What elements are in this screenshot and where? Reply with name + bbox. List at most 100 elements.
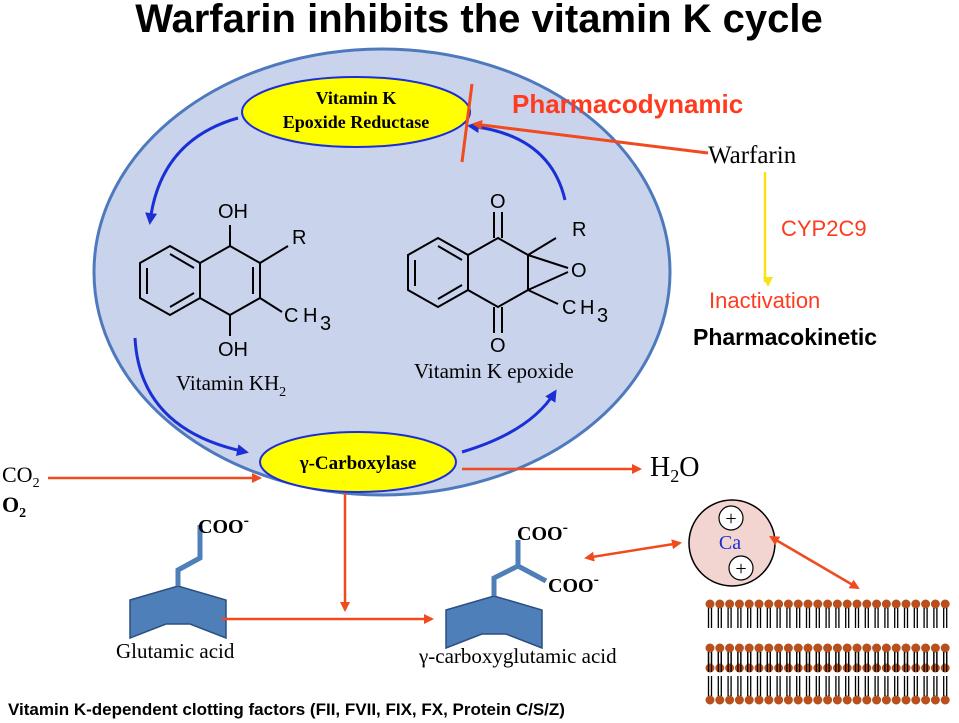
lipid-head-outer xyxy=(920,598,931,629)
lipid-head-outer xyxy=(714,598,725,629)
lipid-head-outer xyxy=(842,598,853,629)
pharmacokinetic-label: Pharmacokinetic xyxy=(693,324,877,350)
lipid-head-lower-inner xyxy=(822,675,833,706)
lipid-head-outer xyxy=(763,598,774,629)
calcium-label: Ca xyxy=(719,532,741,554)
lipid-head-lower-inner xyxy=(812,675,823,706)
cycle-arrow-kh2-to-carboxylase xyxy=(133,337,249,457)
lipid-head-outer xyxy=(793,598,804,629)
lipid-head-lower-inner xyxy=(940,675,951,706)
lipid-head-outer xyxy=(734,598,745,629)
kh2-ch3-c: C xyxy=(284,305,298,327)
warfarin-inhibition-arrow xyxy=(472,120,709,155)
lipid-head-lower-inner xyxy=(861,675,872,706)
gla-calcium-arrow xyxy=(584,539,682,562)
epoxide-ch3-c: C xyxy=(562,297,576,319)
lipid-head-outer xyxy=(753,598,765,629)
calcium-plus-bottom: + xyxy=(735,558,746,580)
glutamic-coo: COO- xyxy=(198,512,249,538)
lipid-head-outer xyxy=(930,598,941,629)
gla-coo-top: COO- xyxy=(517,519,568,545)
calcium-plus-top: + xyxy=(725,508,736,530)
calcium-charge-bottom xyxy=(728,555,754,581)
lipid-head-outer xyxy=(704,598,716,629)
kh2-oh-bottom: OH xyxy=(218,339,248,361)
inactivation-label: Inactivation xyxy=(709,288,820,313)
lipid-head-outer xyxy=(910,598,921,629)
lipid-head-lower-inner xyxy=(753,675,765,706)
lipid-head-outer xyxy=(724,598,735,629)
h2o-label: H2O xyxy=(650,452,699,486)
gla-coo-bottom: COO- xyxy=(548,571,599,597)
lipid-head-outer xyxy=(900,598,912,629)
lipid-head-outer xyxy=(851,598,863,629)
kh2-r: R xyxy=(292,227,306,249)
epoxide-o-ring: O xyxy=(571,260,587,282)
lipid-head-outer xyxy=(871,598,882,629)
cycle-arrow-carboxylase-to-epoxide xyxy=(461,389,557,454)
kh2-oh-top: OH xyxy=(218,201,248,223)
lipid-head-lower-inner xyxy=(783,675,794,706)
lipid-head-lower-inner xyxy=(871,675,882,706)
lipid-head-lower-inner xyxy=(832,675,843,706)
lipid-head-outer xyxy=(940,598,951,629)
calcium-charge-top xyxy=(718,505,744,531)
lipid-head-outer xyxy=(861,598,872,629)
lipid-head-outer xyxy=(783,598,794,629)
cycle-arrow-vkor-to-kh2 xyxy=(145,116,239,225)
epoxide-ch3-sub: 3 xyxy=(597,305,608,327)
vkor-enzyme-oval xyxy=(241,76,471,148)
gla-label: γ-carboxyglutamic acid xyxy=(418,644,617,668)
lipid-head-outer xyxy=(891,598,902,629)
lipid-head-lower-inner xyxy=(802,675,814,706)
lipid-head-lower-inner xyxy=(900,675,912,706)
epoxide-r: R xyxy=(572,219,586,241)
lipid-head-lower-inner xyxy=(744,675,755,706)
cyp2c9-label: CYP2C9 xyxy=(781,216,867,241)
vitamin-kh2-structure xyxy=(139,225,289,336)
phospholipid-membrane xyxy=(704,598,951,706)
lipid-head-outer xyxy=(812,598,823,629)
cell-oval xyxy=(92,47,672,497)
kh2-ch3-h: H xyxy=(303,305,317,327)
warfarin-label: Warfarin xyxy=(708,142,797,169)
lipid-head-outer xyxy=(822,598,833,629)
glutamic-acid-label: Glutamic acid xyxy=(116,639,235,663)
gla-structure xyxy=(445,540,548,650)
lipid-head-lower-inner xyxy=(930,675,941,706)
carboxylase-label: γ-Carboxylase xyxy=(299,453,417,474)
lipid-head-lower-inner xyxy=(734,675,745,706)
lipid-head-lower-inner xyxy=(773,675,784,706)
lipid-head-lower-inner xyxy=(714,675,725,706)
lipid-head-lower-inner xyxy=(763,675,774,706)
lipid-head-lower-inner xyxy=(910,675,921,706)
lipid-head-lower-inner xyxy=(793,675,804,706)
lipid-head-lower-inner xyxy=(891,675,902,706)
vkor-label-line1: Vitamin K xyxy=(316,88,397,108)
lipid-head-outer xyxy=(832,598,843,629)
lipid-head-lower-inner xyxy=(881,675,892,706)
lipid-head-lower-inner xyxy=(842,675,853,706)
epoxide-ch3-h: H xyxy=(580,297,594,319)
vkor-label-line2: Epoxide Reductase xyxy=(283,112,430,132)
lipid-head-lower-inner xyxy=(704,675,716,706)
o2-label: O2 xyxy=(2,492,26,521)
glutamic-acid-structure xyxy=(129,525,227,640)
co2-label: CO2 xyxy=(2,462,40,491)
lipid-head-lower-inner xyxy=(920,675,931,706)
epoxide-o-bottom: O xyxy=(490,335,506,357)
carboxylase-enzyme-oval xyxy=(259,431,457,493)
cycle-arrow-epoxide-to-vkor xyxy=(467,121,567,201)
lipid-head-lower-inner xyxy=(724,675,735,706)
vitamin-k-epoxide-structure xyxy=(407,212,569,333)
lipid-head-outer xyxy=(773,598,784,629)
epoxide-o-top: O xyxy=(490,191,506,213)
vitamin-k-epoxide-label: Vitamin K epoxide xyxy=(414,359,574,383)
lipid-head-lower-inner xyxy=(851,675,863,706)
calcium-membrane-arrow xyxy=(769,535,860,590)
kh2-ch3-sub: 3 xyxy=(320,313,331,335)
inhibition-bar xyxy=(460,83,474,163)
vitamin-kh2-label: Vitamin KH2 xyxy=(176,371,286,400)
lipid-head-outer xyxy=(744,598,755,629)
